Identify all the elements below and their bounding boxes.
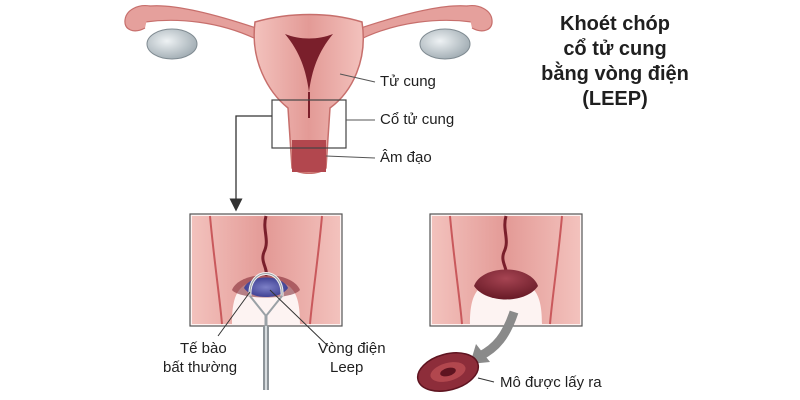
label-removed-tissue: Mô được lấy ra	[500, 374, 602, 391]
label-abnormal-cells-2: bất thường	[163, 359, 238, 376]
panel-procedure	[189, 213, 343, 390]
zoom-arrow	[229, 115, 272, 212]
label-abnormal-cells-1: Tế bào	[180, 340, 227, 357]
title-line-1: Khoét chóp	[560, 13, 670, 35]
cervix-zoom-box	[271, 99, 347, 149]
ovary-right	[419, 28, 471, 60]
title-line-3: bằng vòng điện	[541, 63, 689, 85]
diagram-title: Khoét chóp cổ tử cung bằng vòng điện (LE…	[490, 12, 740, 112]
title-line-2: cổ tử cung	[563, 38, 667, 60]
label-leep-loop-2: Leep	[330, 359, 364, 376]
label-uterus: Tử cung	[380, 73, 436, 90]
title-line-4: (LEEP)	[582, 88, 648, 110]
label-vagina: Âm đạo	[380, 149, 432, 166]
label-leep-loop-1: Vòng điện	[318, 340, 386, 357]
abnormal-cells-lesion	[244, 277, 288, 297]
removed-tissue	[416, 352, 495, 392]
label-cervix: Cổ tử cung	[380, 111, 455, 128]
vagina	[292, 140, 326, 172]
removal-arrow	[477, 310, 519, 361]
excision-crater	[474, 269, 538, 300]
ovary-left	[146, 28, 198, 60]
panel-result	[429, 213, 583, 364]
uterus-anatomy	[124, 5, 493, 212]
uterine-cavity	[285, 34, 333, 92]
